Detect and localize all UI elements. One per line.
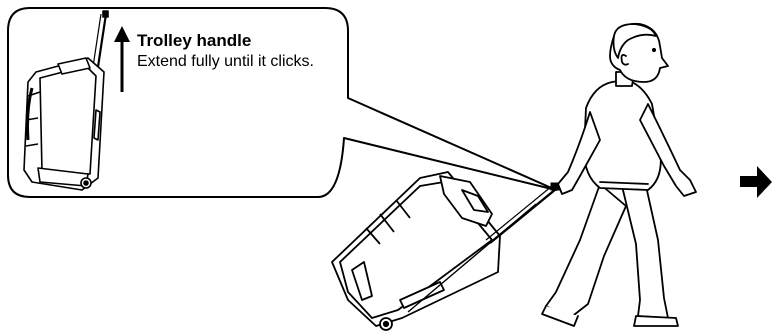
case-upright-drawing: [23, 10, 109, 191]
arrow-up-icon: [114, 26, 130, 92]
arrow-right-icon: [740, 166, 772, 198]
callout-title: Trolley handle: [137, 31, 252, 50]
callout-text: Trolley handle Extend fully until it cli…: [137, 30, 337, 72]
callout-body: Extend fully until it clicks.: [137, 53, 314, 70]
walking-person-drawing: [541, 22, 697, 327]
case-pulled-drawing: [331, 171, 501, 331]
trolley-handle-rods: [407, 182, 560, 313]
callout-bubble: [7, 7, 557, 198]
